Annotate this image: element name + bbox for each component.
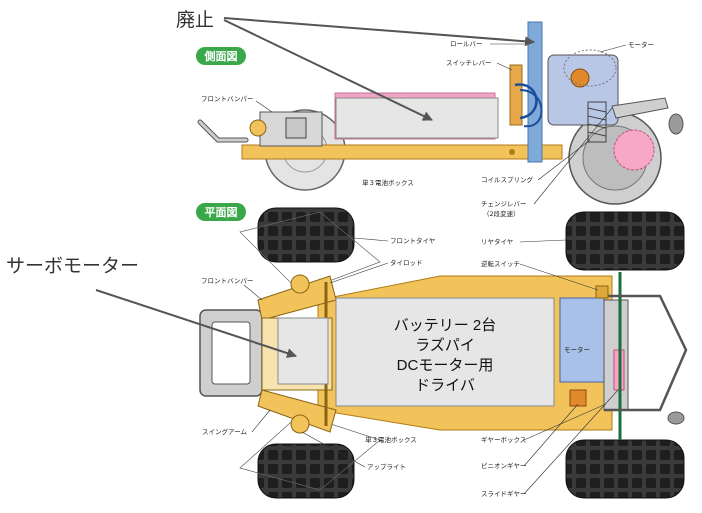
chassis-side (241, 144, 563, 160)
upright-top-right (290, 414, 310, 434)
deprecated-arrow-battery (223, 19, 433, 121)
label-reverse-switch: 逆転スイッチ (481, 259, 520, 268)
front-tire-top-left (257, 207, 355, 263)
board-component-box (335, 297, 555, 407)
deprecated-label: 廃止 (176, 9, 214, 31)
top-view-badge (196, 203, 246, 221)
motor-top (559, 297, 605, 383)
servo-motor-label: サーボモーター (6, 255, 139, 277)
rear-tire-top-left (565, 211, 685, 271)
board-box-line-4: ドライバ (415, 377, 475, 394)
reverse-switch (595, 285, 609, 299)
board-box-line-3: DCモーター用 (397, 357, 494, 374)
label-battery-box-top: 単３電池ボックス (365, 435, 417, 444)
label-battery-box-side: 単３電池ボックス (362, 178, 414, 187)
label-motor-top: モーター (564, 345, 590, 354)
side-view-badge (196, 47, 246, 65)
label-upright: アップライト (367, 463, 406, 471)
label-front-tire: フロントタイヤ (390, 236, 435, 245)
label-rear-tire: リヤタイヤ (481, 237, 513, 246)
label-pinion-gear: ピニオンギヤー (481, 462, 527, 470)
coil-spring (587, 101, 607, 143)
servo-motor-arrow (95, 289, 297, 358)
side-view-title: 側面図 (204, 49, 238, 63)
label-gear-box: ギヤーボックス (481, 436, 526, 444)
switch-lever (509, 64, 523, 126)
upright-top-left (290, 274, 310, 294)
rear-tire-top-right (565, 439, 685, 499)
label-roll-bar: ロールバー (450, 40, 483, 48)
label-switch-lever: スイッチレバー (446, 59, 492, 67)
motor-side (547, 54, 619, 126)
servo-motor-box (277, 317, 329, 385)
board-box-line-1: バッテリー 2台 (394, 317, 497, 334)
deprecated-box (335, 97, 499, 139)
front-tire-top-right (257, 443, 355, 499)
label-front-bumper-top: フロントバンパー (201, 277, 253, 285)
top-view-title: 平面図 (205, 205, 238, 219)
label-tie-rod: タイロッド (390, 258, 423, 267)
label-swing-arm: スイングアーム (202, 427, 247, 436)
label-front-bumper-side: フロントバンパー (201, 95, 253, 103)
label-motor-side: モーター (628, 40, 654, 49)
label-change-lever: チェンジレバー (481, 200, 527, 208)
label-change-lever-note: （2段変速） (483, 209, 520, 218)
pinion-gear (569, 389, 587, 407)
crown-gear (613, 129, 655, 171)
deprecated-arrow-roll-bar (223, 17, 535, 47)
label-slide-gear: スライドギヤー (481, 490, 527, 498)
board-box-line-2: ラズパイ (415, 337, 475, 354)
label-coil-spring: コイルスプリング (481, 175, 534, 184)
